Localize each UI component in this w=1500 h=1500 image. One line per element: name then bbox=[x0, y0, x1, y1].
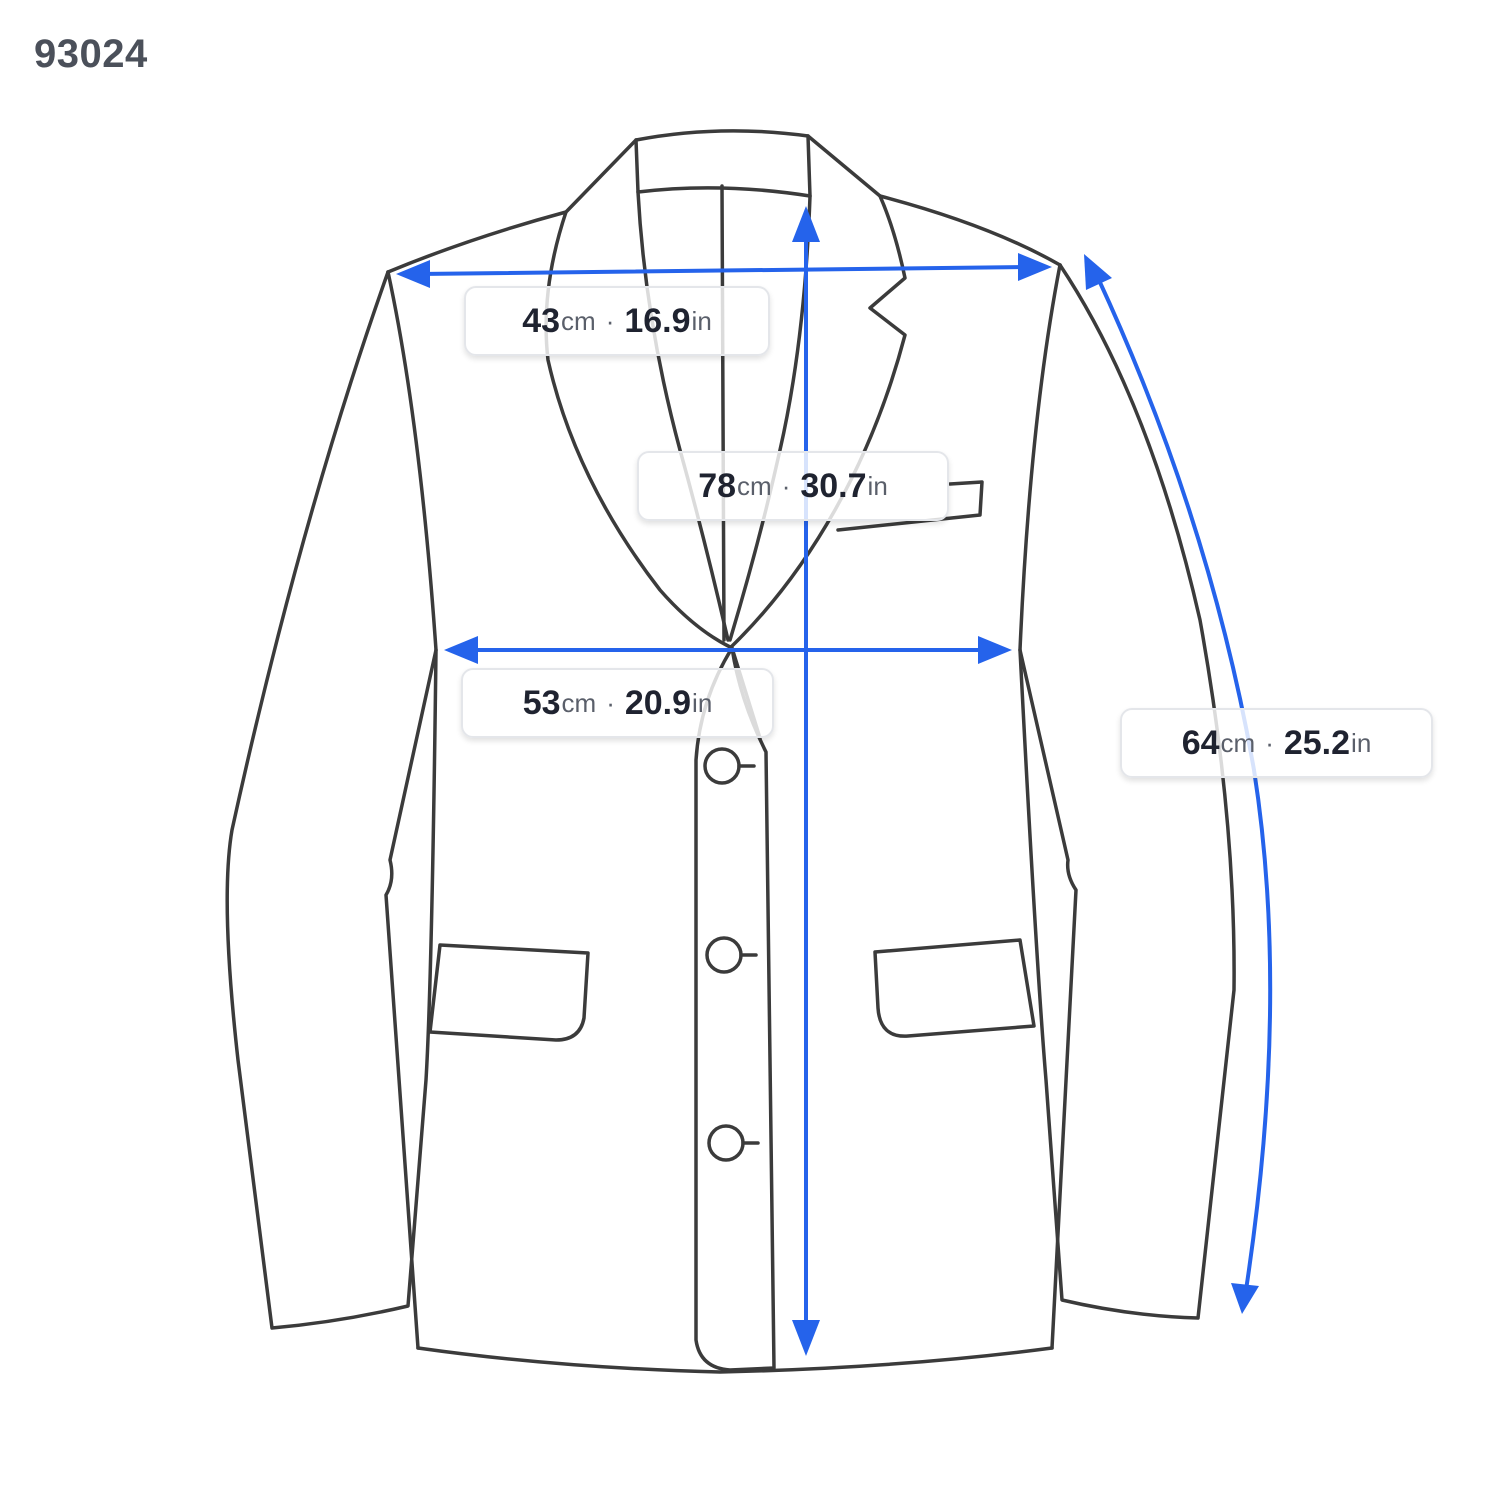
button-middle bbox=[705, 936, 758, 974]
shoulder-width-line bbox=[396, 253, 1052, 288]
shirt-center-line bbox=[720, 184, 726, 642]
sleeve-cm-unit: cm bbox=[1220, 727, 1256, 758]
shoulder-cm-unit: cm bbox=[561, 305, 596, 336]
length-cm-unit: cm bbox=[737, 470, 772, 501]
length-in-unit: in bbox=[867, 470, 888, 501]
right-body-side bbox=[1018, 263, 1078, 1350]
sleeve-in-value: 25.2 bbox=[1283, 723, 1351, 762]
chest-in-value: 20.9 bbox=[624, 683, 692, 722]
left-body-side bbox=[384, 270, 438, 1350]
shirt-left-edge bbox=[636, 190, 730, 642]
left-sleeve bbox=[225, 270, 438, 1330]
body-length-line bbox=[792, 206, 820, 1356]
right-lapel bbox=[728, 194, 907, 650]
breast-pocket bbox=[836, 480, 984, 532]
left-shoulder-seam bbox=[386, 138, 638, 274]
shoulder-in-value: 16.9 bbox=[624, 301, 691, 340]
left-hip-pocket bbox=[428, 943, 590, 1042]
hem bbox=[416, 1346, 1054, 1374]
sleeve-length-line bbox=[1084, 254, 1273, 1314]
shoulder-cm-value: 43 bbox=[522, 301, 561, 340]
chest-cm-unit: cm bbox=[561, 687, 597, 718]
sleeve-cm-value: 64 bbox=[1181, 723, 1220, 762]
sleeve-separator: · bbox=[1265, 727, 1274, 758]
sleeve-in-unit: in bbox=[1351, 727, 1372, 758]
right-shoulder-seam bbox=[806, 134, 1062, 267]
chest-separator: · bbox=[606, 687, 615, 718]
length-in-value: 30.7 bbox=[800, 466, 867, 505]
chest-cm-value: 53 bbox=[522, 683, 561, 722]
chest-width-line bbox=[444, 636, 1012, 664]
shirt-right-edge bbox=[728, 194, 812, 642]
right-sleeve bbox=[1018, 263, 1236, 1320]
shoulder-in-unit: in bbox=[691, 305, 712, 336]
chest-in-unit: in bbox=[692, 687, 713, 718]
product-code: 93024 bbox=[34, 32, 148, 76]
length-cm-value: 78 bbox=[698, 466, 737, 505]
button-bottom bbox=[707, 1124, 760, 1162]
measurement-lines bbox=[396, 206, 1273, 1356]
right-hip-pocket bbox=[873, 938, 1036, 1038]
length-separator: · bbox=[781, 470, 791, 501]
shoulder-separator: · bbox=[605, 305, 615, 336]
button-top bbox=[703, 747, 756, 785]
